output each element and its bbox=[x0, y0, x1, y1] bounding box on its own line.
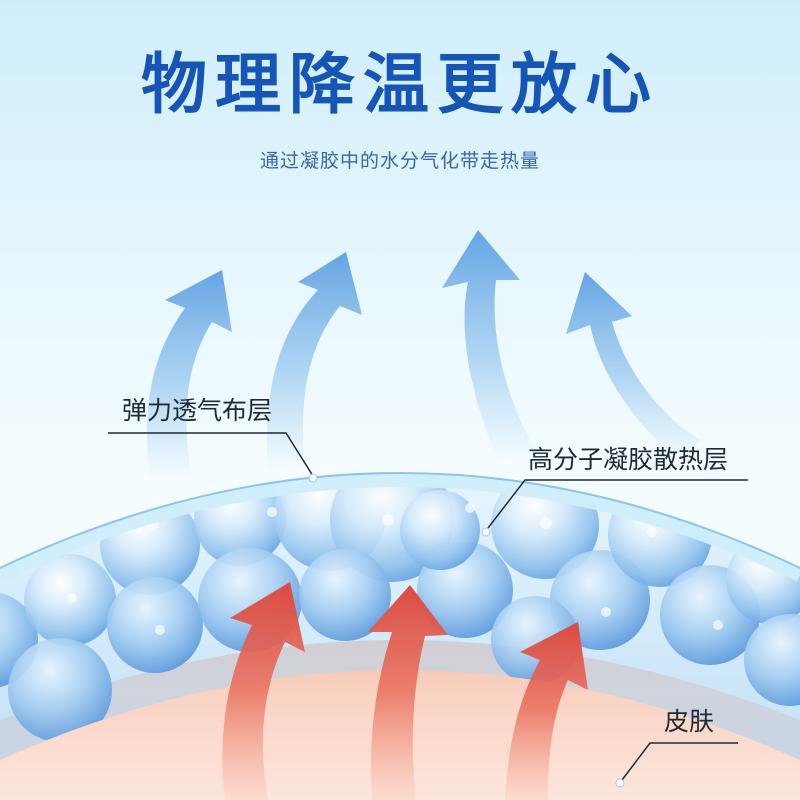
page-subtitle: 通过凝胶中的水分气化带走热量 bbox=[259, 150, 540, 172]
page-title: 物理降温更放心 bbox=[141, 46, 659, 123]
fabric-layer bbox=[0, 473, 800, 582]
cool-arrow-2 bbox=[266, 252, 362, 470]
heat-arrows bbox=[222, 582, 588, 800]
heat-arrow-1 bbox=[222, 582, 305, 800]
cool-arrow-1 bbox=[146, 270, 232, 480]
heat-arrow-2 bbox=[368, 585, 448, 800]
gel-layer-label: 高分子凝胶散热层 bbox=[528, 445, 729, 474]
skin-layer-label: 皮肤 bbox=[664, 707, 715, 736]
leader-lines bbox=[108, 432, 748, 781]
cool-arrow-4 bbox=[566, 272, 700, 462]
cooling-arrows bbox=[146, 230, 700, 480]
fabric-layer-label: 弹力透气布层 bbox=[122, 396, 273, 425]
cool-arrow-3 bbox=[442, 230, 535, 460]
heat-arrow-3 bbox=[505, 622, 588, 800]
